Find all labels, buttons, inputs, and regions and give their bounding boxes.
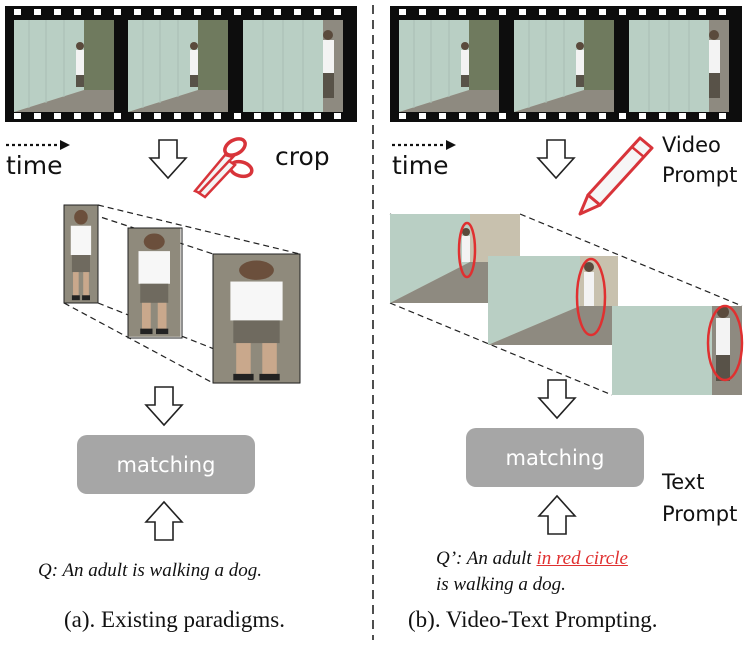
down-arrow-icon	[538, 379, 576, 419]
text-prompt-label-1: Text	[662, 470, 705, 494]
down-arrow-icon	[537, 139, 575, 179]
text-prompt-label-2: Prompt	[662, 502, 738, 526]
query-right-highlight: in red circle	[536, 548, 628, 569]
cropped-frames-left	[63, 204, 301, 384]
query-left: Q: An adult is walking a dog.	[38, 560, 262, 581]
query-right-line-2: is walking a dog.	[436, 574, 566, 595]
scissors-icon	[192, 137, 254, 199]
crop-label: crop	[275, 142, 330, 171]
caption-left: (a). Existing paradigms.	[64, 607, 286, 632]
down-arrow-icon	[145, 386, 183, 426]
video-prompt-label-2: Prompt	[662, 163, 738, 187]
time-arrow-right	[392, 140, 456, 150]
caption-right: (b). Video-Text Prompting.	[408, 607, 658, 632]
down-arrow-icon	[149, 139, 187, 179]
query-right-prefix: Q’: An adult	[436, 548, 537, 569]
film-strip-right	[390, 6, 742, 122]
prompted-frames-right	[389, 213, 744, 396]
time-label-left: time	[6, 151, 63, 180]
video-prompt-label-1: Video	[662, 133, 721, 157]
up-arrow-icon	[538, 495, 576, 535]
query-right-line-1: Q’: An adult in red circle	[436, 548, 628, 570]
pencil-icon	[578, 136, 654, 216]
up-arrow-icon	[145, 501, 183, 541]
matching-box-left: matching	[77, 435, 255, 494]
film-strip-left	[5, 6, 357, 122]
time-arrow-left	[6, 140, 70, 150]
time-label-right: time	[392, 151, 449, 180]
matching-box-right: matching	[466, 428, 644, 487]
